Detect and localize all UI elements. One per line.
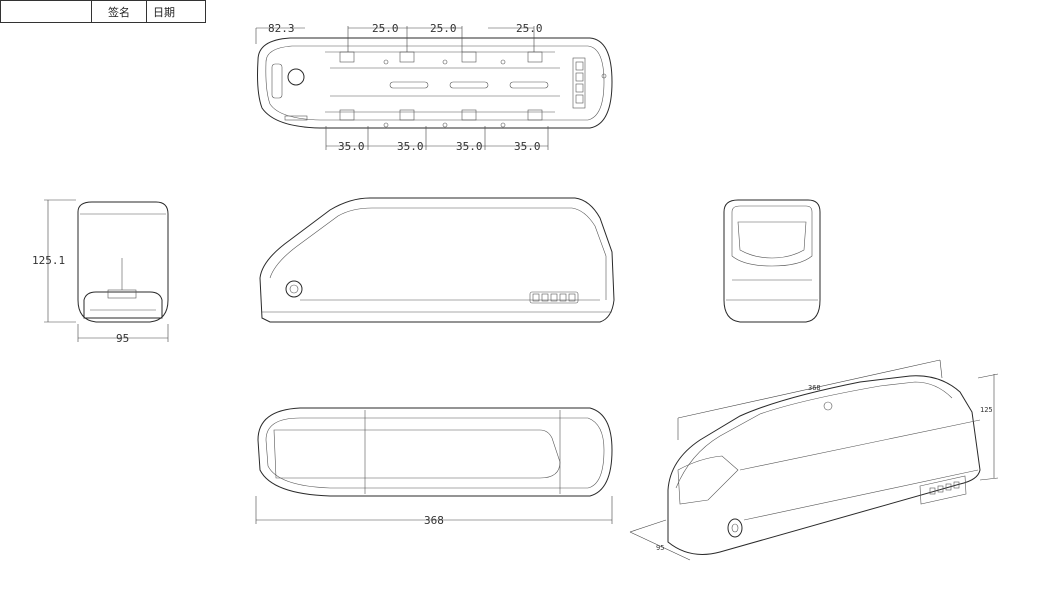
dim-368-iso: 368 [808, 384, 821, 392]
bottom-view [257, 407, 613, 497]
rear-view [723, 199, 821, 323]
dim-82-3: 82.3 [268, 22, 295, 35]
dim-pitch-top-3: 25.0 [516, 22, 543, 35]
dim-368-bottom: 368 [424, 514, 444, 527]
dim-95-iso: 95 [656, 544, 664, 552]
dim-pitch-top-2: 25.0 [430, 22, 457, 35]
dim-125-1: 125.1 [32, 254, 65, 267]
isometric-view [667, 375, 981, 555]
dim-pitch-bottom-3: 35.0 [456, 140, 483, 153]
dim-pitch-bottom-1: 35.0 [338, 140, 365, 153]
dim-pitch-bottom-4: 35.0 [514, 140, 541, 153]
side-view [259, 197, 615, 323]
dim-pitch-bottom-2: 35.0 [397, 140, 424, 153]
dim-95: 95 [116, 332, 129, 345]
dim-125-iso: 125 [980, 406, 993, 414]
front-view [77, 201, 169, 323]
top-view-dimensions: 82.3 25.0 25.0 25.0 35.0 35.0 35.0 35.0 [255, 22, 549, 153]
top-view [257, 37, 613, 129]
signature-label: 签名 [91, 0, 147, 23]
title-block: 签名 日期 [0, 0, 206, 23]
isometric-view-dimensions: 368 125 95 [629, 359, 999, 561]
front-view-dimensions: 125.1 95 [32, 199, 169, 345]
dim-pitch-top-1: 25.0 [372, 22, 399, 35]
date-label: 日期 [146, 0, 206, 23]
bottom-view-dimensions: 368 [255, 496, 613, 527]
